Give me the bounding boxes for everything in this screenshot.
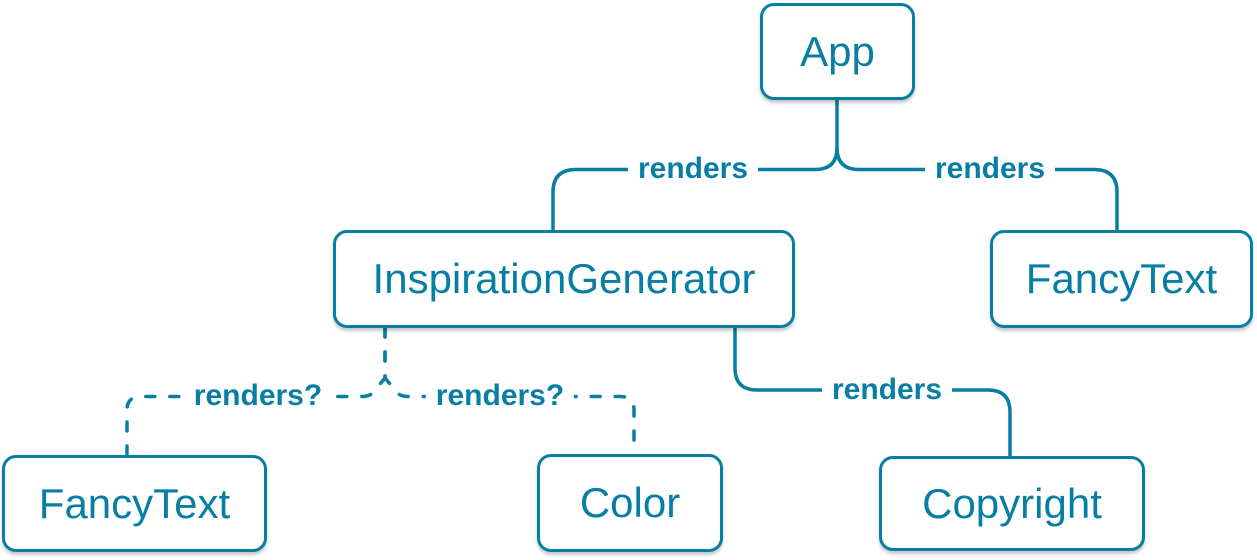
node-fancy-text-bottom: FancyText xyxy=(2,455,267,552)
edge-label-renders-optional-fancytext: renders? xyxy=(183,380,333,412)
edge-inspirationgenerator-fancytext xyxy=(125,326,387,457)
node-copyright-label: Copyright xyxy=(922,479,1102,527)
node-fancy-text-top: FancyText xyxy=(990,230,1253,328)
edge-label-renders-copyright: renders xyxy=(821,374,953,406)
edge-label-renders-optional-color: renders? xyxy=(425,380,575,412)
node-color: Color xyxy=(537,454,723,552)
node-fancy-text-top-label: FancyText xyxy=(1025,255,1218,302)
node-color-label: Color xyxy=(579,479,681,526)
edge-label-renders-fancytext: renders xyxy=(924,153,1056,185)
edge-label-renders-inspirationgenerator: renders xyxy=(627,153,759,185)
node-inspiration-generator: InspirationGenerator xyxy=(333,230,795,328)
node-inspiration-generator-label: InspirationGenerator xyxy=(372,255,756,302)
node-fancy-text-bottom-label: FancyText xyxy=(38,479,231,527)
node-app-label: App xyxy=(800,27,875,75)
edge-app-fancytext xyxy=(835,146,1119,232)
edge-inspirationgenerator-color xyxy=(383,326,636,456)
node-copyright: Copyright xyxy=(879,456,1145,551)
node-app: App xyxy=(760,3,915,100)
